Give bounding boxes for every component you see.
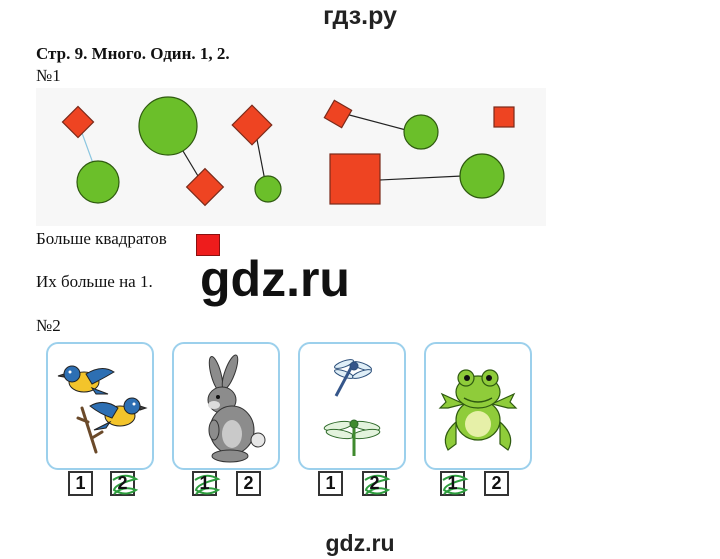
- card-frog: [424, 342, 532, 470]
- green-check-mark: [364, 474, 391, 495]
- birds-picture: [57, 365, 148, 454]
- square-shape: [185, 167, 225, 207]
- answer-box-2-selected[interactable]: 2: [362, 471, 391, 496]
- answer-difference-text: Их больше на 1.: [36, 272, 153, 291]
- site-header-label: гдз.ру: [323, 2, 397, 30]
- square-shape: [231, 104, 273, 146]
- card-rabbit: [172, 342, 280, 470]
- task1-number: №1: [36, 66, 61, 85]
- square-shape: [323, 99, 353, 129]
- answer-box-1[interactable]: 1: [68, 471, 93, 496]
- green-check-mark: [442, 474, 469, 495]
- rabbit-picture: [207, 354, 266, 463]
- dragonflies-picture: [323, 359, 381, 456]
- answer-box-1-selected[interactable]: 1: [440, 471, 469, 496]
- square-shape: [61, 105, 95, 139]
- square-shape: [493, 106, 515, 128]
- card-birds: [46, 342, 154, 470]
- circle-shape: [254, 175, 282, 203]
- red-square-marker: [196, 234, 220, 256]
- answer-box-2[interactable]: 2: [236, 471, 261, 496]
- watermark: gdz.ru: [200, 251, 350, 307]
- circle-shape: [76, 160, 120, 204]
- task2-number: №2: [36, 316, 61, 335]
- green-check-mark: [112, 474, 139, 495]
- pair-line: [379, 175, 463, 181]
- frog-picture: [438, 369, 518, 451]
- answer-more-text: Больше квадратов: [36, 229, 167, 248]
- circle-shape: [138, 96, 198, 156]
- task1-shapes: [61, 96, 515, 207]
- answer-box-2[interactable]: 2: [484, 471, 509, 496]
- answer-box-2-selected[interactable]: 2: [110, 471, 139, 496]
- circle-shape: [459, 153, 505, 199]
- answer-box-1[interactable]: 1: [318, 471, 343, 496]
- green-check-mark: [194, 474, 221, 495]
- page-heading: Стр. 9. Много. Один. 1, 2.: [36, 44, 230, 63]
- task1-background: [36, 88, 546, 226]
- answer-box-1-selected[interactable]: 1: [192, 471, 221, 496]
- site-footer-label: gdz.ru: [325, 530, 395, 556]
- circle-shape: [403, 114, 439, 150]
- card-dragonflies: [298, 342, 406, 470]
- square-shape: [329, 153, 381, 205]
